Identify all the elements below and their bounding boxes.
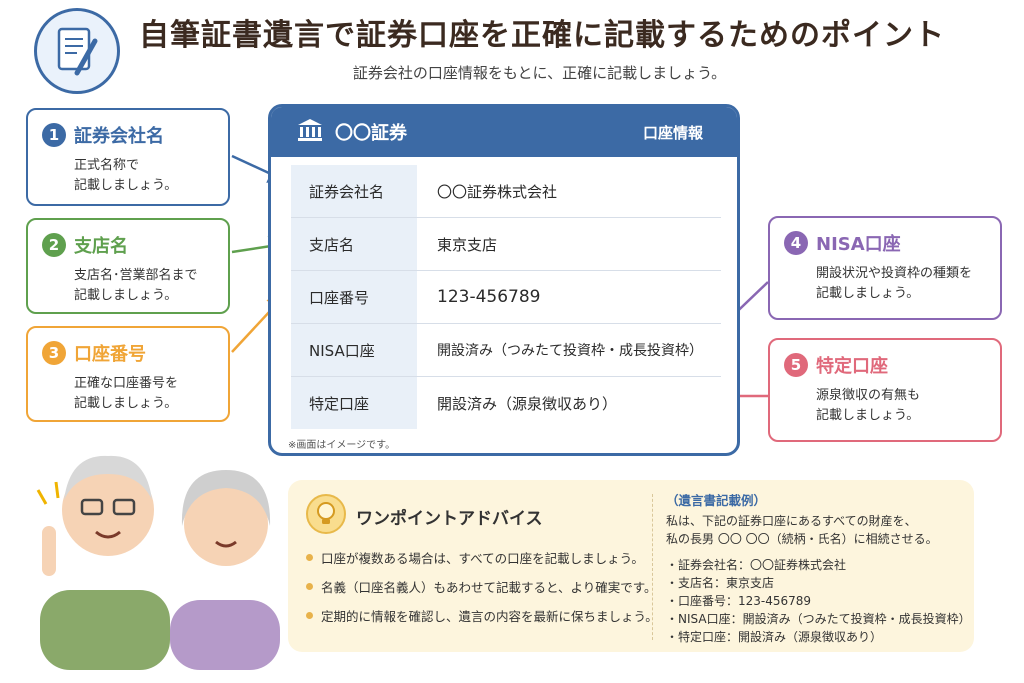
point-desc-5b: 記載しましょう。 [816, 408, 920, 423]
point-number-2: 2 [42, 233, 66, 257]
advice-tip: 名義（口座名義人）もあわせて記載すると、より確実です。 [306, 577, 657, 596]
advice-title: ワンポイントアドバイス [356, 509, 543, 529]
point-desc-1a: 正式名称で [74, 158, 140, 173]
example-line: ・証券会社名：〇〇証券株式会社 [666, 558, 847, 572]
row-key: 特定口座 [291, 377, 417, 429]
point-title-1: 証券会社名 [74, 126, 164, 147]
point-number-4: 4 [784, 231, 808, 255]
point-number-5: 5 [784, 353, 808, 377]
row-key: 証券会社名 [291, 165, 417, 217]
row-value: 123-456789 [437, 287, 541, 307]
bullet-icon [306, 612, 313, 619]
example-line: ・支店名：東京支店 [666, 576, 775, 590]
point-desc-5a: 源泉徴収の有無も [816, 388, 921, 403]
advice-tip: 口座が複数ある場合は、すべての口座を記載しましょう。 [306, 548, 644, 567]
building-icon [297, 118, 323, 147]
point-desc-2a: 支店名･営業部名まで [74, 268, 198, 283]
table-row: 証券会社名 〇〇証券株式会社 [291, 165, 721, 218]
page-subtitle: 証券会社の口座情報をもとに、正確に記載しましょう。 [352, 64, 727, 82]
advice-panel [288, 480, 974, 652]
example-title: （遺言書記載例） [666, 493, 767, 508]
table-row: 特定口座 開設済み（源泉徴収あり） [291, 377, 721, 429]
row-key: NISA口座 [291, 324, 417, 376]
row-value: 開設済み（つみたて投資枠・成長投資枠） [437, 343, 703, 359]
point-desc-3b: 記載しましょう。 [74, 396, 178, 411]
row-key: 支店名 [291, 218, 417, 270]
point-title-4: NISA口座 [816, 234, 901, 255]
point-number-3: 3 [42, 341, 66, 365]
document-pen-icon [34, 8, 120, 94]
point-desc-1b: 記載しましょう。 [74, 178, 178, 193]
card-label: 口座情報 [642, 123, 703, 142]
point-card-2: 2 支店名 支店名･営業部名まで記載しましょう。 [26, 218, 230, 314]
row-key: 口座番号 [291, 271, 417, 323]
bullet-icon [306, 583, 313, 590]
row-value: 開設済み（源泉徴収あり） [437, 394, 618, 413]
table-row: 支店名 東京支店 [291, 218, 721, 271]
point-number-1: 1 [42, 123, 66, 147]
lightbulb-icon [306, 494, 346, 534]
advice-tip: 定期的に情報を確認し、遺言の内容を最新に保ちましょう。 [306, 606, 658, 625]
elderly-couple-illustration [36, 455, 280, 670]
point-card-3: 3 口座番号 正確な口座番号を記載しましょう。 [26, 326, 230, 422]
example-line: ・特定口座：開設済み（源泉徴収あり） [666, 630, 883, 644]
point-card-4: 4 NISA口座 開設状況や投資枠の種類を記載しましょう。 [768, 216, 1002, 320]
card-brand: 〇〇証券 [335, 123, 407, 144]
example-line: ・NISA口座：開設済み（つみたて投資枠・成長投資枠） [666, 612, 971, 626]
example-intro: 私の長男 〇〇 〇〇（続柄・氏名）に相続させる。 [666, 532, 938, 546]
account-table: 証券会社名 〇〇証券株式会社 支店名 東京支店 口座番号 123-456789 NIS… [291, 165, 721, 429]
advice-tip-text: 名義（口座名義人）もあわせて記載すると、より確実です。 [321, 580, 657, 595]
point-desc-3a: 正確な口座番号を [74, 376, 179, 391]
example-intro: 私は、下記の証券口座にあるすべての財産を、 [666, 514, 917, 528]
row-value: 〇〇証券株式会社 [437, 182, 558, 201]
point-card-1: 1 証券会社名 正式名称で記載しましょう。 [26, 108, 230, 206]
point-title-5: 特定口座 [816, 356, 888, 377]
point-desc-2b: 記載しましょう。 [74, 288, 178, 303]
advice-tip-text: 定期的に情報を確認し、遺言の内容を最新に保ちましょう。 [321, 609, 658, 624]
point-desc-4b: 記載しましょう。 [816, 286, 920, 301]
image-note: ※画面はイメージです。 [288, 440, 396, 451]
row-value: 東京支店 [437, 235, 498, 254]
card-header: 〇〇証券 口座情報 [271, 107, 737, 157]
account-info-card: 〇〇証券 口座情報 証券会社名 〇〇証券株式会社 支店名 東京支店 口座番号 123-… [268, 104, 740, 456]
page-title: 自筆証書遺言で証券口座を正確に記載するためのポイント [139, 18, 945, 53]
point-title-2: 支店名 [74, 236, 128, 257]
bullet-icon [306, 554, 313, 561]
advice-divider [652, 494, 654, 640]
point-desc-4a: 開設状況や投資枠の種類を [816, 266, 973, 281]
advice-tip-text: 口座が複数ある場合は、すべての口座を記載しましょう。 [321, 551, 644, 566]
example-line: ・口座番号：123-456789 [666, 594, 812, 608]
point-card-5: 5 特定口座 源泉徴収の有無も記載しましょう。 [768, 338, 1002, 442]
table-row: 口座番号 123-456789 [291, 271, 721, 324]
table-row: NISA口座 開設済み（つみたて投資枠・成長投資枠） [291, 324, 721, 377]
point-title-3: 口座番号 [74, 344, 146, 365]
